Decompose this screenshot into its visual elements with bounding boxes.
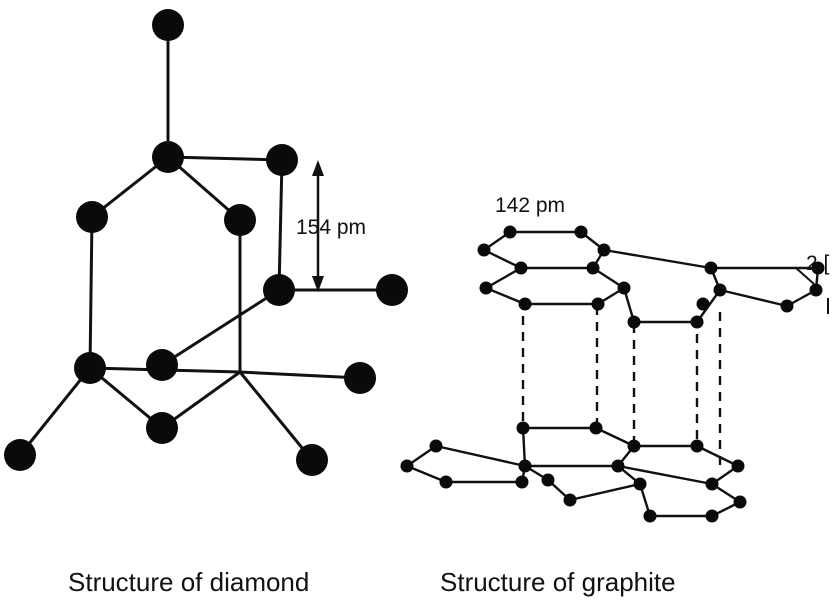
carbon-atom	[617, 281, 631, 295]
carbon-atom	[633, 477, 647, 491]
graphite-caption: Structure of graphite	[440, 567, 676, 597]
carbon-atom	[574, 225, 588, 239]
carbon-atom	[780, 299, 794, 313]
graphite-bond-length-label: 142 pm	[495, 194, 565, 217]
carbon-atom	[400, 459, 414, 473]
carbon-atom	[429, 439, 443, 453]
graphite-bond	[405, 464, 448, 484]
graphite-spacing-leader	[795, 267, 815, 285]
carbon-atom	[733, 495, 747, 509]
graphite-bond	[695, 444, 740, 468]
carbon-atom	[627, 315, 641, 329]
carbon-atom	[4, 439, 36, 471]
carbon-atom	[563, 493, 577, 507]
diamond-caption: Structure of diamond	[68, 567, 309, 597]
carbon-atom	[76, 201, 108, 233]
graphite-bond	[434, 444, 527, 468]
graphite-structure: 142 pm 2.[ Structure of graphite	[400, 194, 830, 597]
carbon-atom	[376, 274, 408, 306]
carbon-atom	[503, 225, 517, 239]
diamond-structure: 154 pm Structure of diamond	[4, 9, 408, 597]
carbon-atom	[479, 281, 493, 295]
carbon-atom	[152, 9, 184, 41]
graphite-top-layer-bonds	[482, 230, 820, 324]
carbon-atom	[705, 477, 719, 491]
carbon-atom	[224, 204, 256, 236]
carbon-atom	[514, 261, 528, 275]
graphite-bond	[482, 248, 523, 270]
carbon-atom	[809, 283, 823, 297]
carbon-atom	[296, 444, 328, 476]
carbon-atom	[591, 297, 605, 311]
graphite-bond	[568, 482, 642, 502]
graphite-top-layer-atoms	[477, 225, 825, 329]
carbon-atom	[263, 274, 295, 306]
graphite-interlayer-dashes	[521, 306, 722, 465]
carbon-atom	[439, 475, 453, 489]
carbon-atom	[152, 141, 184, 173]
carbon-atom	[586, 261, 600, 275]
carbon-atom	[541, 473, 555, 487]
diamond-bond-length-label: 154 pm	[296, 216, 366, 239]
carbon-atom	[627, 439, 641, 453]
carbon-atom	[146, 349, 178, 381]
diamond-carbon-atoms	[4, 9, 408, 476]
carbon-atom	[731, 459, 745, 473]
carbon-atom	[704, 261, 718, 275]
carbon-atom	[811, 261, 825, 275]
carbon-atom	[597, 243, 611, 257]
diamond-bond-length-arrow	[312, 160, 324, 292]
carbon-atom	[696, 297, 710, 311]
carbon-atom	[477, 243, 491, 257]
carbon-atom	[516, 421, 530, 435]
carbon-atom	[713, 283, 727, 297]
carbon-atom	[515, 475, 529, 489]
carbon-atom	[589, 421, 603, 435]
graphite-bond	[484, 266, 523, 290]
graphite-bond	[594, 426, 636, 448]
carbon-atom	[705, 509, 719, 523]
carbon-atom	[518, 459, 532, 473]
carbon-atom	[266, 144, 298, 176]
carbon-atom	[643, 509, 657, 523]
graphite-bond	[484, 286, 527, 306]
carbon-atom	[344, 362, 376, 394]
graphite-bond	[616, 464, 714, 486]
carbon-atom	[611, 459, 625, 473]
carbon-atom	[690, 439, 704, 453]
graphite-bond	[602, 248, 713, 270]
carbon-atom	[690, 315, 704, 329]
carbon-atom	[518, 297, 532, 311]
carbon-atom	[74, 352, 106, 384]
graphite-bottom-layer-atoms	[400, 421, 747, 523]
carbon-atom	[146, 412, 178, 444]
graphite-bond	[718, 288, 789, 308]
diamond-bonds	[18, 23, 394, 462]
graphite-layer-spacing-label: 2.[	[806, 252, 830, 275]
